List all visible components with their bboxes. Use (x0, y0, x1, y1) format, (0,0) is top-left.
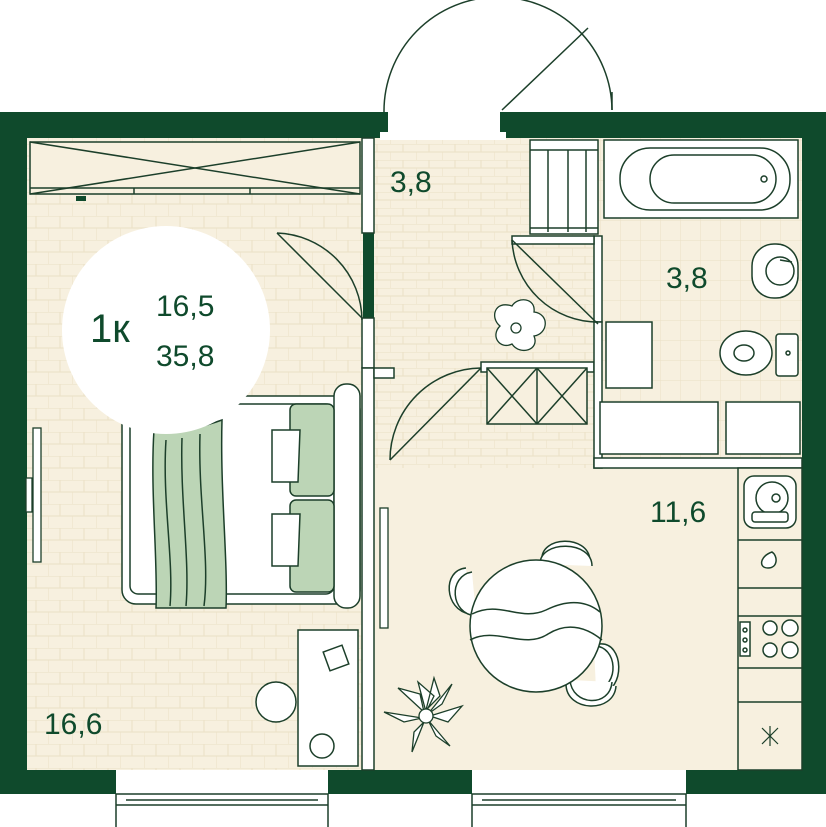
window-kitchen (471, 770, 687, 827)
bathroom-fixtures (529, 139, 801, 455)
bathroom-area: 3,8 (666, 262, 708, 295)
plant-hallway (494, 299, 546, 352)
bed (121, 383, 361, 609)
total-area-value: 35,8 (156, 340, 214, 373)
desk (255, 629, 359, 767)
entrance-door-swing (383, 0, 613, 113)
door-bathroom (511, 239, 599, 325)
kitchen-area: 11,6 (650, 496, 706, 529)
area-badge: 1к 16,5 35,8 (62, 226, 270, 434)
plant-kitchen (383, 675, 465, 753)
dining-set (448, 540, 620, 707)
hallway-area: 3,8 (390, 166, 432, 199)
kitchen-counter (737, 467, 803, 771)
living-radiator (32, 427, 42, 563)
apartment-type: 1к (90, 307, 130, 351)
living-area-value: 16,5 (156, 290, 214, 323)
door-kitchen (389, 367, 482, 461)
hallway-shelf (486, 367, 588, 425)
door-living-room (276, 232, 363, 321)
window-living-room (115, 770, 329, 827)
wardrobe (29, 141, 361, 201)
entrance-opening (380, 112, 506, 140)
living-room-area: 16,6 (44, 708, 102, 741)
kitchen-radiator (379, 507, 389, 629)
